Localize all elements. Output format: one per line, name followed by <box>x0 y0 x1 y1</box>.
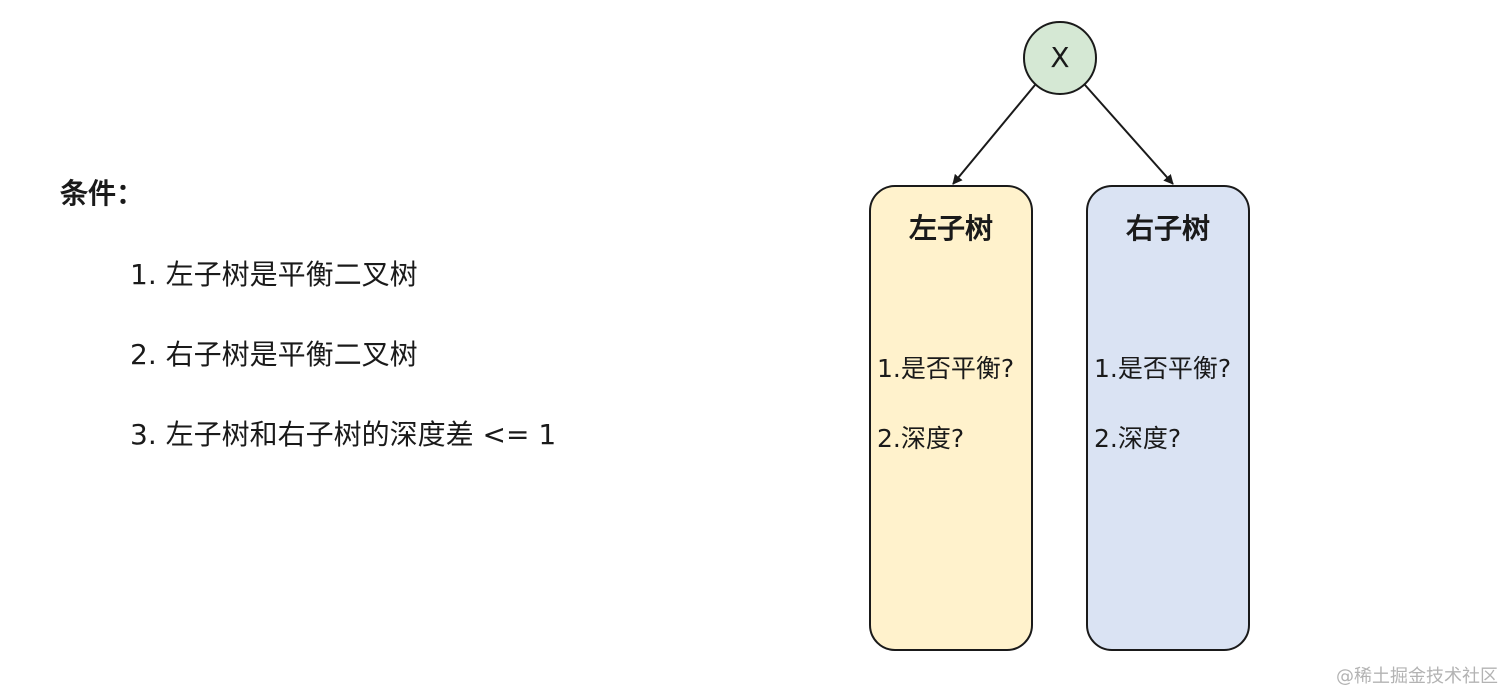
condition-item-2: 2. 右子树是平衡二叉树 <box>130 338 418 371</box>
right-subtree-depth-question: 2.深度? <box>1094 424 1182 453</box>
edge-root-to-right <box>1084 84 1174 185</box>
left-subtree-box: 左子树 1.是否平衡? 2.深度? <box>869 185 1033 651</box>
right-subtree-title: 右子树 <box>1125 212 1210 245</box>
edge-root-to-left <box>952 84 1036 185</box>
right-subtree-box: 右子树 1.是否平衡? 2.深度? <box>1086 185 1250 651</box>
watermark: @稀土掘金技术社区 <box>1336 666 1498 687</box>
root-node: X <box>1023 21 1097 95</box>
left-subtree-balanced-question: 1.是否平衡? <box>877 354 1015 383</box>
left-subtree-depth-question: 2.深度? <box>877 424 965 453</box>
root-node-label: X <box>1050 41 1070 74</box>
conditions-title: 条件： <box>60 177 145 210</box>
condition-item-3: 3. 左子树和右子树的深度差 <= 1 <box>130 418 557 451</box>
conditions-panel: 条件： 1. 左子树是平衡二叉树 2. 右子树是平衡二叉树 3. 左子树和右子树… <box>0 0 700 700</box>
right-subtree-balanced-question: 1.是否平衡? <box>1094 354 1232 383</box>
condition-item-1: 1. 左子树是平衡二叉树 <box>130 258 418 291</box>
left-subtree-title: 左子树 <box>908 212 993 245</box>
